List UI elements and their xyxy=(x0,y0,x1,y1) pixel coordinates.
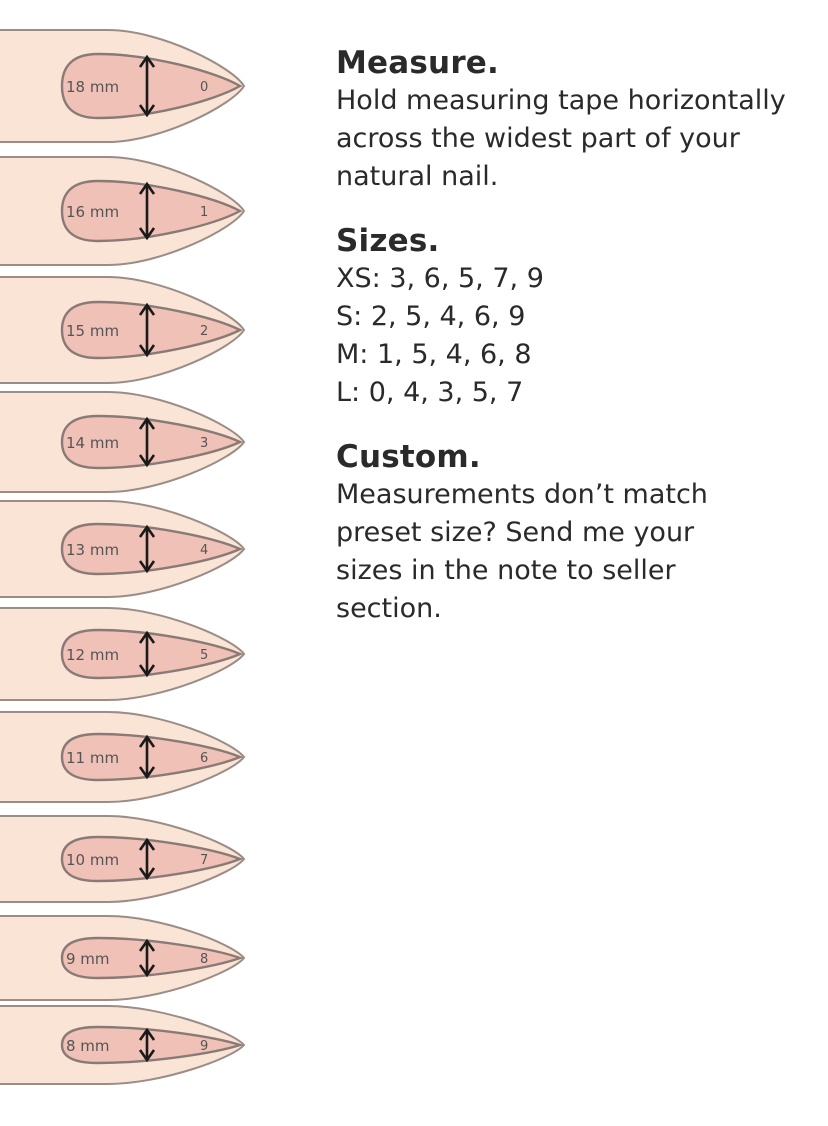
nail-size-number: 9 xyxy=(200,1039,208,1054)
nail-size-number: 4 xyxy=(200,543,208,558)
nail-size-number: 8 xyxy=(200,952,208,967)
arrow-down-icon xyxy=(138,867,156,881)
nail-size-number: 7 xyxy=(200,853,208,868)
nail-size-number: 0 xyxy=(200,80,208,95)
arrow-up-icon xyxy=(138,1027,156,1041)
arrow-down-icon xyxy=(138,104,156,118)
instructions-panel: Measure. Hold measuring tape horizontall… xyxy=(336,44,824,654)
nail-width-label: 11 mm xyxy=(66,749,119,767)
measure-line: Hold measuring tape horizontally xyxy=(336,85,786,116)
nail-width-label: 8 mm xyxy=(66,1037,110,1055)
nail-size-chart: 18 mm 0 16 mm 1 15 mm 2 14 mm 3 13 mm 4 12 mm 5 11 m… xyxy=(0,29,246,1085)
arrow-up-icon xyxy=(138,630,156,644)
nail-diagram-0: 18 mm 0 xyxy=(0,29,246,143)
arrow-down-icon xyxy=(138,766,156,780)
nail-diagram-3: 14 mm 3 xyxy=(0,391,246,493)
custom-line: sizes in the note to seller xyxy=(336,555,676,586)
nail-size-number: 6 xyxy=(200,751,208,766)
nail-width-label: 13 mm xyxy=(66,541,119,559)
nail-diagram-1: 16 mm 1 xyxy=(0,156,246,266)
arrow-up-icon xyxy=(138,54,156,68)
arrow-down-icon xyxy=(138,454,156,468)
arrow-down-icon xyxy=(138,344,156,358)
nail-width-label: 15 mm xyxy=(66,322,119,340)
nail-diagram-8: 9 mm 8 xyxy=(0,915,246,1001)
nail-size-number: 3 xyxy=(200,436,208,451)
custom-line: section. xyxy=(336,593,442,624)
arrow-down-icon xyxy=(138,964,156,978)
arrow-down-icon xyxy=(138,1049,156,1063)
measure-heading: Measure. xyxy=(336,45,500,81)
arrow-down-icon xyxy=(138,560,156,574)
arrow-up-icon xyxy=(138,837,156,851)
nail-width-label: 16 mm xyxy=(66,203,119,221)
custom-heading: Custom. xyxy=(336,439,481,475)
arrow-up-icon xyxy=(138,181,156,195)
custom-line: Measurements don’t match xyxy=(336,479,708,510)
nail-size-number: 1 xyxy=(200,205,208,220)
size-line-l: L: 0, 4, 3, 5, 7 xyxy=(336,377,524,408)
measure-line: natural nail. xyxy=(336,161,499,192)
size-line-s: S: 2, 5, 4, 6, 9 xyxy=(336,301,526,332)
nail-width-label: 12 mm xyxy=(66,646,119,664)
custom-section: Custom. Measurements don’t match preset … xyxy=(336,438,824,628)
arrow-down-icon xyxy=(138,227,156,241)
size-line-m: M: 1, 5, 4, 6, 8 xyxy=(336,339,532,370)
nail-width-label: 9 mm xyxy=(66,950,110,968)
arrow-up-icon xyxy=(138,302,156,316)
nail-width-label: 18 mm xyxy=(66,78,119,96)
nail-diagram-9: 8 mm 9 xyxy=(0,1005,246,1085)
sizes-heading: Sizes. xyxy=(336,223,440,259)
custom-line: preset size? Send me your xyxy=(336,517,695,548)
nail-size-number: 2 xyxy=(200,324,208,339)
nail-diagram-2: 15 mm 2 xyxy=(0,276,246,384)
nail-diagram-7: 10 mm 7 xyxy=(0,815,246,903)
arrow-down-icon xyxy=(138,664,156,678)
nail-diagram-6: 11 mm 6 xyxy=(0,711,246,803)
nail-diagram-5: 12 mm 5 xyxy=(0,607,246,701)
sizes-section: Sizes. XS: 3, 6, 5, 7, 9 S: 2, 5, 4, 6, … xyxy=(336,222,824,412)
measure-line: across the widest part of your xyxy=(336,123,740,154)
arrow-up-icon xyxy=(138,416,156,430)
nail-size-number: 5 xyxy=(200,648,208,663)
arrow-up-icon xyxy=(138,524,156,538)
size-line-xs: XS: 3, 6, 5, 7, 9 xyxy=(336,263,544,294)
measure-section: Measure. Hold measuring tape horizontall… xyxy=(336,44,824,196)
nail-width-label: 10 mm xyxy=(66,851,119,869)
nail-width-label: 14 mm xyxy=(66,434,119,452)
nail-diagram-4: 13 mm 4 xyxy=(0,500,246,598)
arrow-up-icon xyxy=(138,938,156,952)
arrow-up-icon xyxy=(138,734,156,748)
